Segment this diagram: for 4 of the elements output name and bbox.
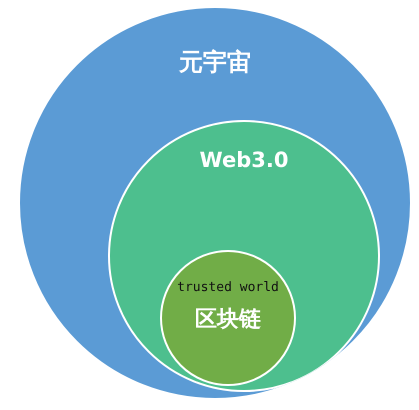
handwritten-note: trusted world [176,280,280,295]
circle-label: 元宇宙 [178,47,252,78]
circle-label: 区块链 [194,306,262,334]
circle-label: Web3.0 [198,148,290,172]
